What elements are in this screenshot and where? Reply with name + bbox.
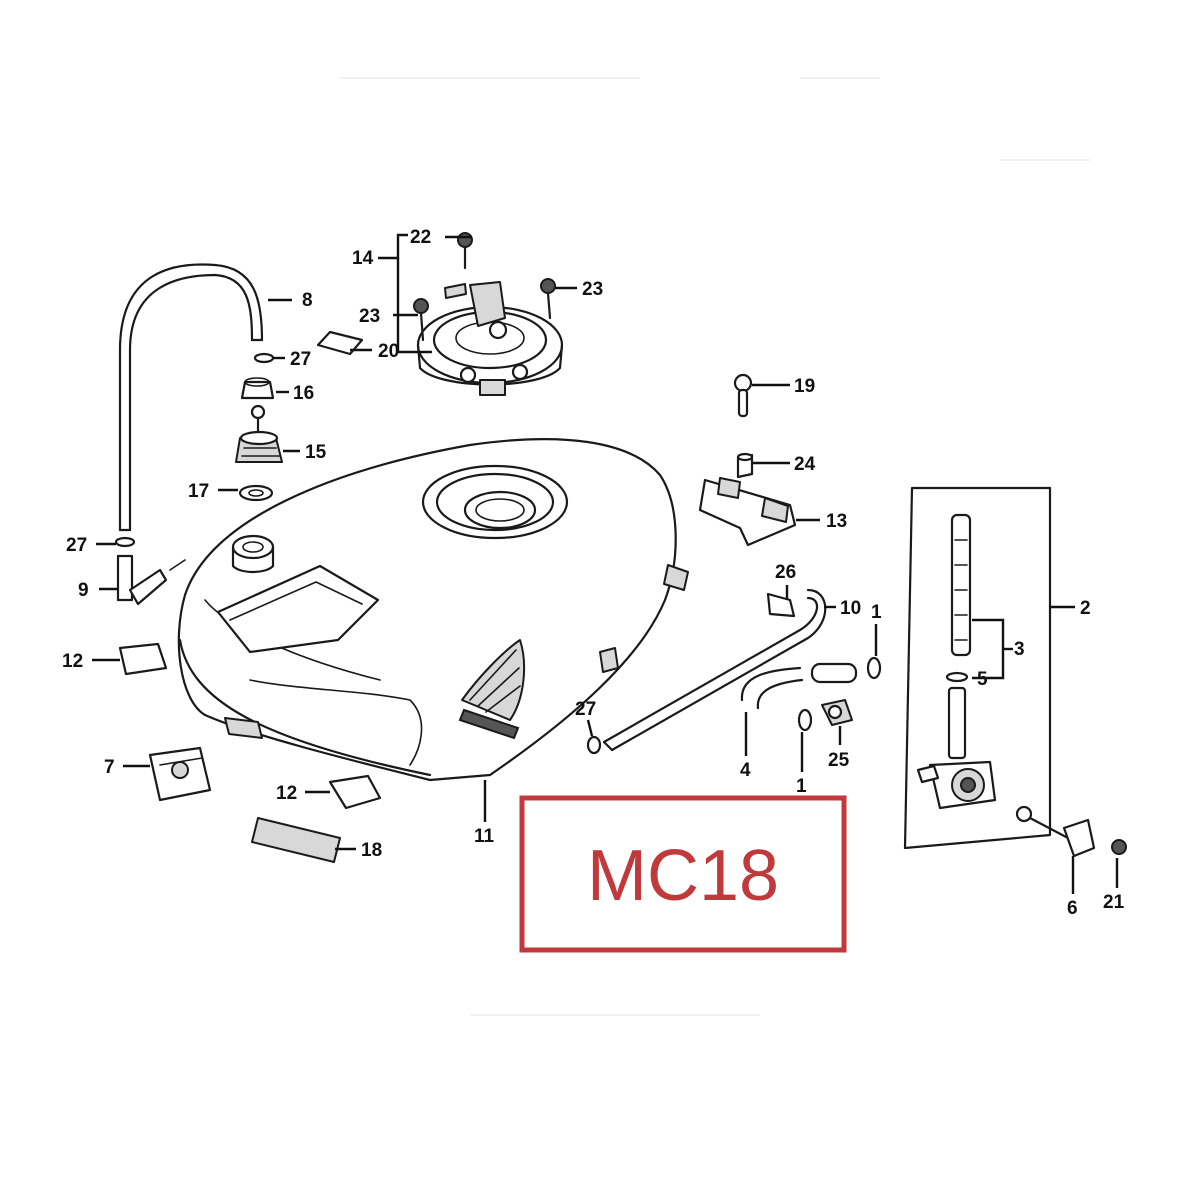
bolts	[413, 232, 753, 418]
callout-2: 2	[1080, 598, 1091, 619]
caution-label	[316, 330, 364, 356]
callout-7: 7	[104, 757, 115, 778]
callout-1-top: 1	[871, 602, 882, 623]
callout-16: 16	[293, 383, 314, 404]
callout-numbers: 22 14 23 23 8 27 20 16 15 17 27 9 12 7 1…	[62, 227, 1125, 919]
callout-27-top: 27	[290, 349, 311, 370]
callout-14: 14	[352, 248, 374, 269]
fuel-cock-assembly	[903, 486, 1052, 850]
background-lines	[340, 77, 1090, 1016]
breather-tube	[118, 263, 264, 532]
callout-1-bottom: 1	[796, 776, 807, 797]
callout-15: 15	[305, 442, 327, 463]
tube-fitting	[116, 554, 186, 606]
fuel-tank	[177, 438, 689, 782]
callout-24: 24	[794, 454, 816, 475]
callout-17: 17	[188, 481, 209, 502]
wing-emblem	[458, 639, 526, 740]
callout-27-left: 27	[66, 535, 87, 556]
rubber-mounts	[118, 642, 382, 863]
leader-lines	[92, 233, 1119, 894]
breather-valve-parts	[235, 377, 283, 502]
callout-12-left: 12	[62, 651, 83, 672]
callout-23-left: 23	[359, 306, 380, 327]
callout-20: 20	[378, 341, 399, 362]
fuel-cock-lever	[1015, 805, 1127, 858]
callout-12-bottom: 12	[276, 783, 297, 804]
model-label-box: MC18	[519, 795, 847, 953]
callout-23-right: 23	[582, 279, 603, 300]
callout-21: 21	[1103, 892, 1125, 913]
callout-25: 25	[828, 750, 850, 771]
mounting-bracket	[698, 452, 797, 547]
callout-26: 26	[775, 562, 796, 583]
callout-4: 4	[740, 760, 751, 781]
callout-6: 6	[1067, 898, 1078, 919]
callout-9: 9	[78, 580, 89, 601]
callout-11: 11	[474, 826, 495, 847]
fuel-hoses	[602, 588, 882, 752]
callout-18: 18	[361, 840, 382, 861]
callout-27-bottom: 27	[575, 699, 596, 720]
model-label: MC18	[587, 836, 779, 916]
callout-10: 10	[840, 598, 861, 619]
callout-22: 22	[410, 227, 431, 248]
callout-13: 13	[826, 511, 847, 532]
callout-5: 5	[977, 669, 988, 690]
callout-19: 19	[794, 376, 815, 397]
callout-3: 3	[1014, 639, 1025, 660]
fuel-cap-assembly	[416, 281, 564, 396]
callout-8: 8	[302, 290, 313, 311]
